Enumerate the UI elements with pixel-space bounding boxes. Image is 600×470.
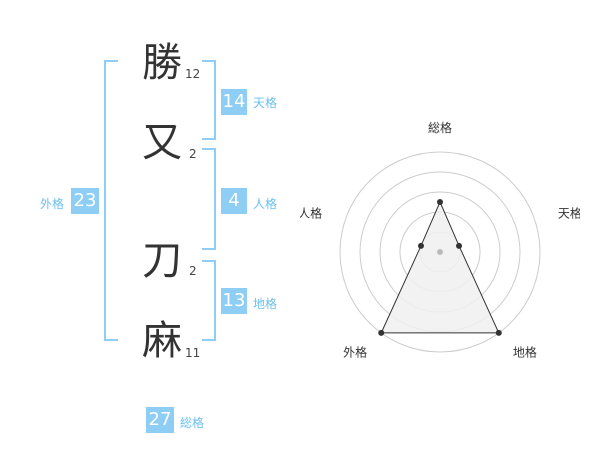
gaikaku-label: 外格 xyxy=(40,197,65,211)
chikaku-label: 地格 xyxy=(253,297,278,311)
jinkaku-label: 人格 xyxy=(253,197,278,211)
radar-center-point xyxy=(437,249,443,255)
radar-axis-label-2: 天格 xyxy=(558,206,580,221)
name-char-4: 麻 xyxy=(142,318,182,364)
stroke-count-4: 11 xyxy=(185,346,201,360)
name-char-1: 勝 xyxy=(142,40,182,86)
radar-point-5 xyxy=(417,242,424,249)
name-char-2: 又 xyxy=(142,120,182,166)
radar-axis-label-5: 人格 xyxy=(300,206,322,221)
radar-point-3 xyxy=(495,329,502,336)
radar-point-1 xyxy=(437,199,443,205)
radar-axis-label-1: 総格 xyxy=(428,120,452,135)
stroke-count-3: 2 xyxy=(189,264,197,278)
radar-ring-5 xyxy=(339,151,541,353)
soukaku-value: 27 xyxy=(146,407,174,433)
soukaku-label: 総格 xyxy=(180,416,205,430)
stroke-count-2: 2 xyxy=(189,147,197,161)
radar-axis-label-4: 外格 xyxy=(343,344,367,359)
tenkaku-bracket xyxy=(202,60,216,140)
radar-point-4 xyxy=(378,329,385,336)
radar-axis-label-3: 地格 xyxy=(513,344,537,359)
radar-polygon xyxy=(380,200,500,334)
chikaku-bracket xyxy=(202,260,216,341)
jinkaku-value: 4 xyxy=(221,188,247,214)
stroke-count-1: 12 xyxy=(185,67,201,81)
gaikaku-value: 23 xyxy=(71,188,99,214)
jinkaku-bracket xyxy=(202,148,216,250)
tenkaku-value: 14 xyxy=(221,89,247,115)
tenkaku-label: 天格 xyxy=(253,96,278,110)
radar-point-2 xyxy=(456,242,463,249)
gaikaku-bracket xyxy=(104,60,118,341)
chikaku-value: 13 xyxy=(221,288,247,314)
name-char-3: 刀 xyxy=(142,238,182,284)
